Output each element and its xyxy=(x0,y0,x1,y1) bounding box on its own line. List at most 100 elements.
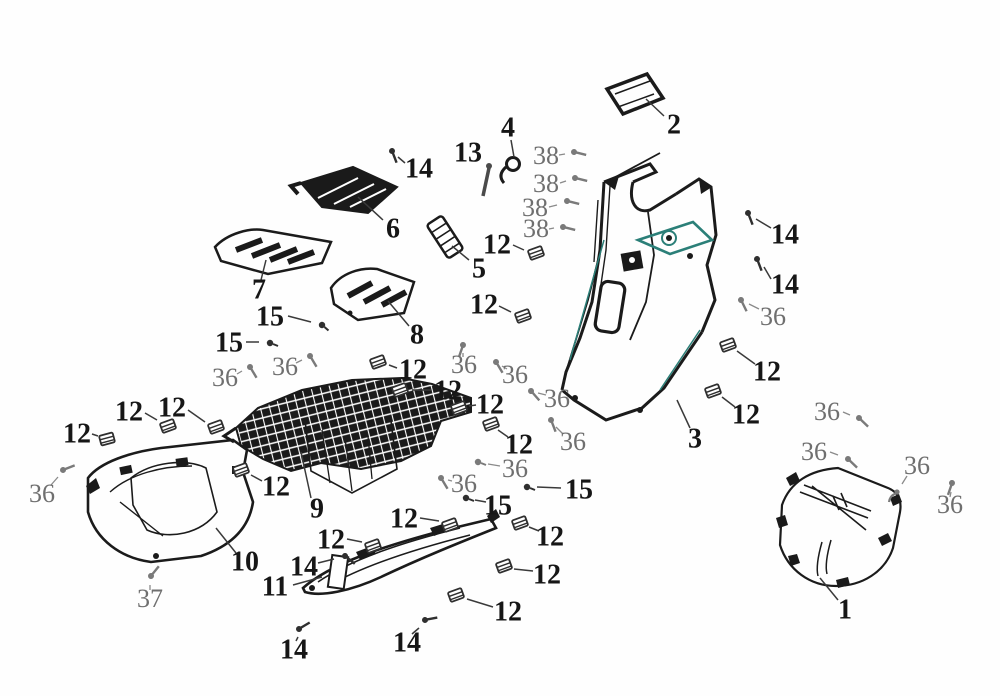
callout-label: 14 xyxy=(771,269,799,300)
callout-label: 36 xyxy=(272,352,298,381)
callout-label: 36 xyxy=(760,302,786,331)
callout-14-29: 14 xyxy=(389,148,433,184)
callout-8-7: 8 xyxy=(387,300,424,350)
callout-36-45: 36 xyxy=(548,417,586,456)
callout-label: 12 xyxy=(533,559,561,590)
callout-12-24: 12 xyxy=(511,515,564,552)
callout-15-37: 15 xyxy=(523,474,593,505)
callout-label: 1 xyxy=(838,594,852,625)
callout-label: 36 xyxy=(560,427,586,456)
callout-36-48: 36 xyxy=(738,297,786,331)
callout-label: 36 xyxy=(29,479,55,508)
callout-label: 36 xyxy=(451,469,477,498)
callout-14-30: 14 xyxy=(745,210,799,250)
callout-9-8: 9 xyxy=(300,451,324,524)
callout-label: 12 xyxy=(505,429,533,460)
callout-12-23: 12 xyxy=(317,524,382,555)
callout-5-4: 5 xyxy=(451,245,486,284)
callout-label: 14 xyxy=(405,153,433,184)
callout-12-27: 12 xyxy=(719,337,781,387)
callout-37-53: 37 xyxy=(137,565,163,613)
part-6-shape xyxy=(287,165,399,215)
callout-12-16: 12 xyxy=(450,389,504,420)
callout-12-15: 12 xyxy=(391,375,462,406)
callout-12-26: 12 xyxy=(447,587,522,627)
callout-12-18: 12 xyxy=(232,462,290,502)
callout-38-54: 38 xyxy=(533,141,587,170)
callout-label: 38 xyxy=(523,214,549,243)
part-13-bolt-shape xyxy=(481,163,492,197)
callout-label: 12 xyxy=(476,389,504,420)
callout-12-25: 12 xyxy=(495,558,561,590)
callout-15-36: 15 xyxy=(215,327,279,358)
callout-label: 36 xyxy=(937,490,963,519)
callout-label: 14 xyxy=(393,627,421,658)
callout-label: 7 xyxy=(252,274,266,305)
callout-36-42: 36 xyxy=(451,342,477,379)
callout-label: 38 xyxy=(522,193,548,222)
callout-label: 38 xyxy=(533,169,559,198)
callout-36-43: 36 xyxy=(493,359,528,389)
callout-14-31: 14 xyxy=(754,256,799,300)
callout-label: 12 xyxy=(262,471,290,502)
callout-label: 36 xyxy=(212,363,238,392)
callout-1-0: 1 xyxy=(819,577,852,625)
callout-15-35: 15 xyxy=(256,301,330,332)
callout-14-33: 14 xyxy=(280,621,311,665)
callout-12-21: 12 xyxy=(63,418,116,449)
callout-label: 15 xyxy=(256,301,284,332)
callout-36-46: 36 xyxy=(474,454,528,483)
callout-label: 14 xyxy=(290,551,318,582)
callout-label: 12 xyxy=(434,375,462,406)
callout-label: 5 xyxy=(472,253,486,284)
callout-label: 12 xyxy=(158,392,186,423)
callout-label: 38 xyxy=(533,141,559,170)
callout-36-51: 36 xyxy=(887,451,930,503)
callout-label: 14 xyxy=(280,634,308,665)
callout-label: 36 xyxy=(544,384,570,413)
callout-label: 36 xyxy=(814,397,840,426)
callout-14-34: 14 xyxy=(393,616,438,658)
callout-12-17: 12 xyxy=(482,416,533,460)
callout-label: 36 xyxy=(801,437,827,466)
callout-label: 11 xyxy=(262,571,288,602)
callout-label: 12 xyxy=(63,418,91,449)
callout-12-12: 12 xyxy=(483,229,545,261)
callout-label: 12 xyxy=(115,396,143,427)
callout-label: 4 xyxy=(501,112,515,143)
callout-12-14: 12 xyxy=(369,354,427,385)
callout-label: 12 xyxy=(494,596,522,627)
callout-36-39: 36 xyxy=(29,464,76,508)
part-8-shape xyxy=(329,267,416,322)
part-2-shape xyxy=(604,71,666,117)
callout-36-52: 36 xyxy=(937,480,963,519)
callout-36-41: 36 xyxy=(272,352,318,381)
callout-2-1: 2 xyxy=(645,98,681,140)
callout-label: 12 xyxy=(753,356,781,387)
callout-label: 14 xyxy=(771,219,799,250)
part-5-shape xyxy=(426,215,464,259)
callout-6-5: 6 xyxy=(357,196,400,244)
callout-36-47: 36 xyxy=(438,469,477,498)
callout-label: 15 xyxy=(215,327,243,358)
callout-36-50: 36 xyxy=(801,437,858,469)
callout-12-13: 12 xyxy=(470,289,532,324)
callout-38-57: 38 xyxy=(523,214,576,243)
callout-label: 36 xyxy=(502,360,528,389)
callout-14-32: 14 xyxy=(290,551,356,582)
callout-label: 12 xyxy=(470,289,498,320)
callout-label: 8 xyxy=(410,319,424,350)
callout-label: 6 xyxy=(386,213,400,244)
callout-12-22: 12 xyxy=(390,503,459,534)
callout-label: 15 xyxy=(484,490,512,521)
callout-label: 9 xyxy=(310,493,324,524)
callout-label: 13 xyxy=(454,137,482,168)
part-3-shape xyxy=(560,152,718,422)
callout-13-11: 13 xyxy=(454,137,482,168)
callout-label: 15 xyxy=(565,474,593,505)
callout-38-56: 38 xyxy=(522,193,580,222)
callout-11-10: 11 xyxy=(262,571,323,602)
callout-label: 2 xyxy=(667,109,681,140)
